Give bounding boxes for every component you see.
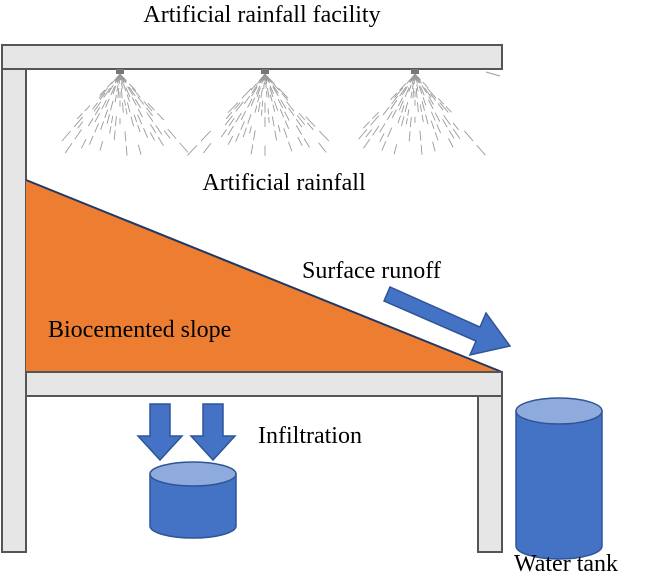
water-tank-label: Water tank <box>514 551 618 576</box>
water-tank-icon <box>149 461 237 539</box>
slope-label: Biocemented slope <box>48 317 231 343</box>
sprinkler-icon <box>187 69 330 156</box>
down-arrow-icon <box>136 403 184 462</box>
infiltration-label: Infiltration <box>258 423 362 449</box>
facility-title: Artificial rainfall facility <box>143 2 380 28</box>
left-post <box>1 68 27 553</box>
sprinkler-icon <box>358 69 486 156</box>
slope-surface <box>25 179 503 373</box>
water-tank-icon <box>515 397 603 560</box>
lower-platform <box>25 371 503 397</box>
sprinkler-icon <box>61 69 189 156</box>
runoff-label: Surface runoff <box>302 258 441 284</box>
top-beam <box>1 44 503 70</box>
runoff-arrow-icon <box>383 286 512 357</box>
down-arrow-icon <box>189 403 237 462</box>
right-post <box>477 395 503 553</box>
rainfall-label: Artificial rainfall <box>202 170 366 196</box>
sprinkler-sprays <box>61 69 501 156</box>
